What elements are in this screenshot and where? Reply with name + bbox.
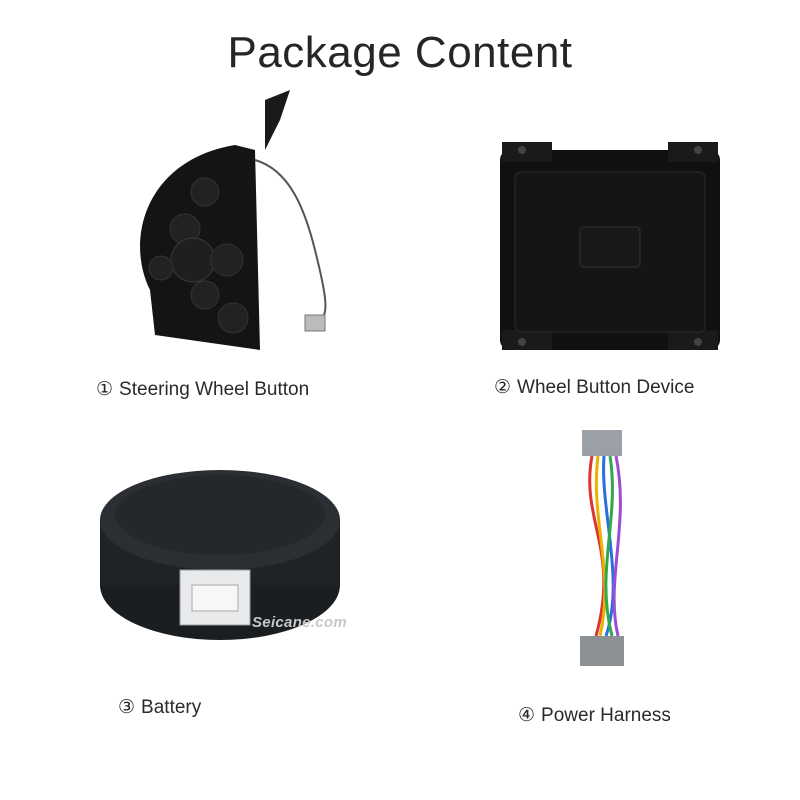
harness-image [580,430,624,666]
item-label: Wheel Button Device [517,377,695,398]
battery-image [100,470,340,640]
page-title: Package Content [227,28,573,77]
item-label: Steering Wheel Button [119,379,310,400]
item-label: Power Harness [541,705,671,726]
steering-wheel-button-image [140,90,327,350]
control-box-image [500,142,720,350]
watermark-text: Seicane.com [252,614,348,631]
item-number: ② [494,377,512,398]
item-number: ③ [118,697,136,718]
item-number: ① [96,379,114,400]
item-label: Battery [141,697,202,718]
item-number: ④ [518,705,536,726]
